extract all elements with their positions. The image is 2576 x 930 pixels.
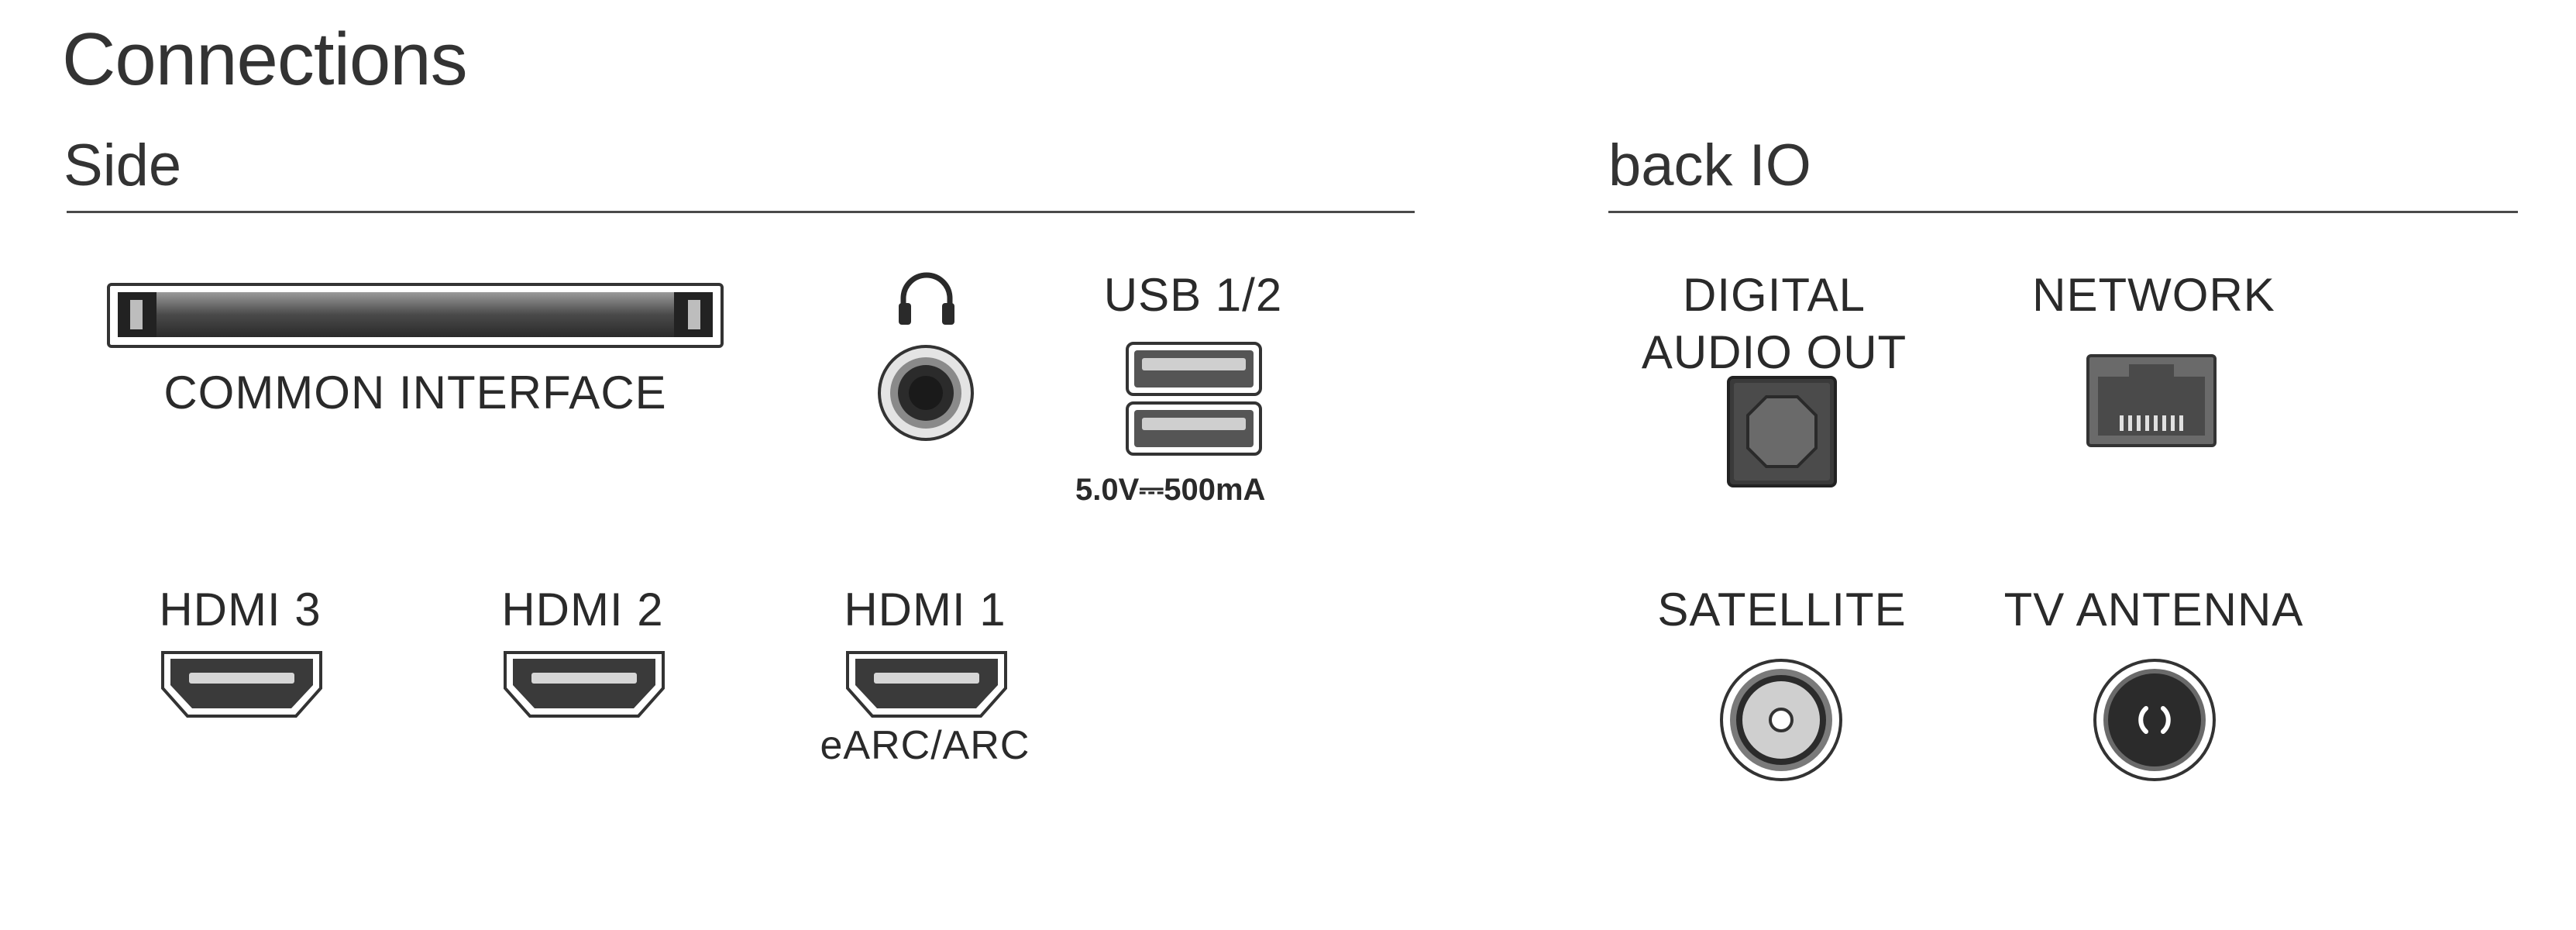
common-interface-label: COMMON INTERFACE [163, 367, 667, 418]
digital-audio-out-label-line2: AUDIO OUT [1641, 326, 1907, 378]
satellite-coax-port-icon [1720, 659, 1842, 781]
digital-audio-out-label-line1: DIGITAL [1683, 269, 1866, 321]
hdmi2-label: HDMI 2 [501, 584, 664, 636]
section-back-divider [1608, 211, 2518, 213]
section-side-divider [67, 211, 1415, 213]
section-back-heading: back IO [1608, 133, 1811, 198]
usb-power-spec: 5.0V⎓500mA [1075, 473, 1266, 507]
tv-antenna-label: TV ANTENNA [2003, 584, 2304, 636]
network-label: NETWORK [2032, 269, 2275, 321]
section-side-heading: Side [64, 133, 182, 198]
hdmi1-earc-label: eARC/ARC [820, 723, 1030, 768]
hdmi3-label: HDMI 3 [159, 584, 322, 636]
ethernet-port-icon [2086, 354, 2217, 447]
common-interface-slot-icon [107, 283, 724, 348]
hdmi2-port-icon [504, 651, 665, 718]
usb-ports-icon [1126, 342, 1262, 456]
hdmi3-port-icon [161, 651, 322, 718]
hdmi1-label: HDMI 1 [844, 584, 1006, 636]
headphone-jack-port-icon [878, 345, 974, 441]
optical-audio-port-icon [1727, 376, 1837, 487]
tv-antenna-port-icon [2093, 659, 2216, 781]
page-title: Connections [62, 18, 468, 101]
satellite-label: SATELLITE [1657, 584, 1907, 636]
hdmi1-port-icon [846, 651, 1007, 718]
headphone-icon [899, 272, 954, 325]
usb-label: USB 1/2 [1103, 269, 1283, 321]
